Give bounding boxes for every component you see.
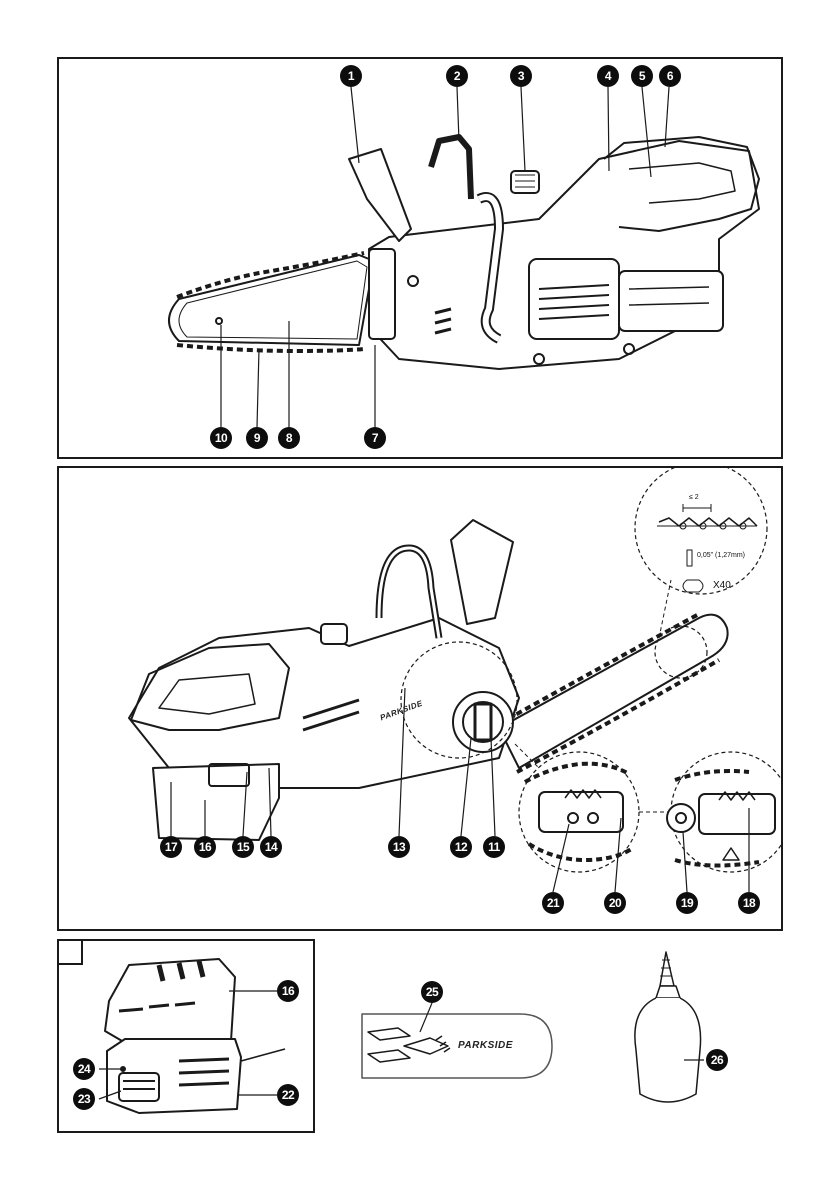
label-24: 24 (73, 1058, 95, 1080)
figure-a-leaders (59, 59, 783, 459)
chain-pitch-label: ≤ 2 (689, 494, 699, 501)
label-5: 5 (631, 65, 653, 87)
label-16-battery: 16 (277, 980, 299, 1002)
label-6: 6 (659, 65, 681, 87)
chain-link-count-label: X40 (713, 580, 731, 591)
label-21: 21 (542, 892, 564, 914)
label-10: 10 (210, 427, 232, 449)
label-1: 1 (340, 65, 362, 87)
label-19: 19 (676, 892, 698, 914)
figure-b-panel: ≤ 2 0,05" (1,27mm) X40 PARKSIDE 11 12 13… (57, 466, 783, 931)
label-3: 3 (510, 65, 532, 87)
label-18: 18 (738, 892, 760, 914)
label-25: 25 (421, 981, 443, 1003)
label-14: 14 (260, 836, 282, 858)
label-9: 9 (246, 427, 268, 449)
bar-cover-brand-logo: PARKSIDE (458, 1040, 513, 1051)
label-4: 4 (597, 65, 619, 87)
label-8: 8 (278, 427, 300, 449)
label-20: 20 (604, 892, 626, 914)
figure-a-panel: 1 2 3 4 5 6 7 8 9 10 (57, 57, 783, 459)
label-17: 17 (160, 836, 182, 858)
label-22: 22 (277, 1084, 299, 1106)
label-13: 13 (388, 836, 410, 858)
label-15: 15 (232, 836, 254, 858)
chain-gauge-label: 0,05" (1,27mm) (697, 552, 745, 559)
label-23: 23 (73, 1088, 95, 1110)
label-7: 7 (364, 427, 386, 449)
label-16: 16 (194, 836, 216, 858)
label-26: 26 (706, 1049, 728, 1071)
label-12: 12 (450, 836, 472, 858)
label-11: 11 (483, 836, 505, 858)
figure-c-panel: 16 22 23 24 (57, 939, 315, 1133)
label-2: 2 (446, 65, 468, 87)
figure-c-drawing (59, 941, 315, 1133)
